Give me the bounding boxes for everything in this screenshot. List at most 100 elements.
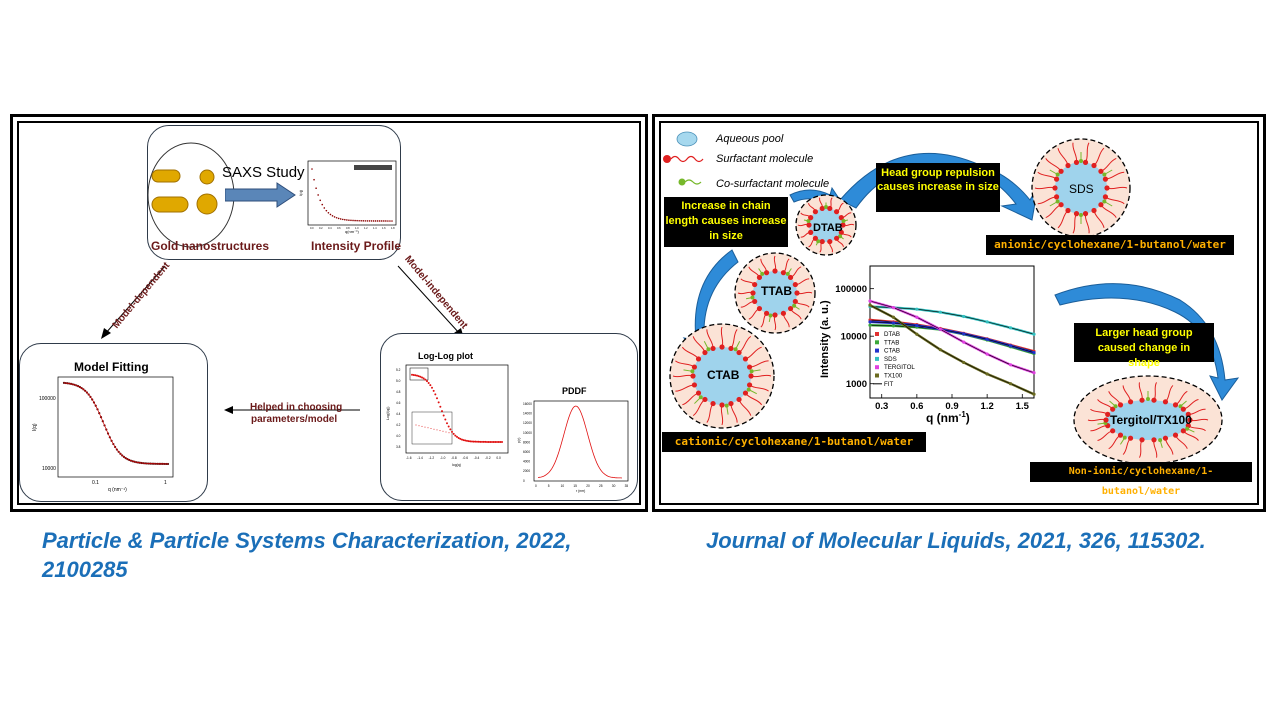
- legend-label: CTAB: [884, 348, 900, 355]
- surfactant-head: [1053, 194, 1060, 200]
- loglog-point: [466, 439, 468, 442]
- micelle-sds-label: SDS: [1069, 182, 1094, 196]
- loglog-point: [449, 428, 452, 431]
- series-ctab-fit: [869, 321, 1035, 353]
- surfactant-head: [1180, 428, 1186, 434]
- series-ctab-point: [868, 320, 872, 324]
- surfactant-head: [787, 305, 794, 312]
- chain-length-box: Increase in chain length causes increase…: [664, 197, 788, 247]
- surfactant-head: [742, 356, 749, 362]
- intensity-point: [374, 220, 377, 222]
- surfactant-head: [710, 345, 716, 352]
- surfactant-head: [792, 298, 798, 305]
- series-ctab-point: [891, 321, 896, 325]
- x-tick-label: 0.6: [910, 401, 923, 412]
- series-ctab-point: [985, 337, 989, 341]
- intensity-point: [354, 219, 356, 222]
- cosurfactant-tail: [1109, 400, 1116, 407]
- model-fit-x-axis-label: q (nm⁻¹): [108, 487, 127, 493]
- series-ctab-point: [962, 332, 966, 336]
- surfactant-head: [772, 312, 778, 318]
- surfactant-head: [736, 349, 742, 356]
- pddf-x-tick: 0: [535, 484, 537, 488]
- intensity-y-axis-label: I(q): [298, 189, 303, 196]
- pddf-curve: [537, 405, 623, 479]
- series-sds-point: [938, 310, 942, 314]
- loglog-y-tick: 4.8: [396, 390, 401, 394]
- loglog-point: [427, 381, 430, 384]
- helped-arrow: [224, 406, 360, 414]
- surfactant-head: [763, 270, 770, 276]
- cosurfactant-head: [724, 403, 729, 408]
- pddf-x-tick: 5: [548, 484, 550, 488]
- series-tx100-point: [891, 315, 896, 319]
- intensity-point: [339, 218, 342, 220]
- series-ttab-point: [868, 323, 872, 327]
- series-tergitol-fit: [869, 300, 1035, 374]
- surfactant-head: [690, 373, 696, 379]
- intensity-x-tick: 1.0: [355, 226, 359, 230]
- surfactant-head: [838, 229, 844, 235]
- cosurfactant-icon: [678, 178, 686, 186]
- surfactant-head: [840, 222, 846, 228]
- loglog-inset-point: [424, 426, 426, 428]
- pddf-x-tick: 25: [599, 484, 603, 488]
- intensity-point: [315, 187, 317, 190]
- loglog-point: [439, 405, 442, 408]
- loglog-y-tick: 5.2: [396, 368, 401, 372]
- micelle-dtab: [795, 194, 857, 256]
- intensity-point: [372, 220, 375, 222]
- loglog-point: [447, 425, 450, 428]
- series-tergitol-point: [1032, 371, 1036, 375]
- chart-x-axis-label: q (nm-1): [926, 410, 970, 425]
- loglog-point: [452, 432, 455, 435]
- intensity-x-tick: 1.6: [382, 226, 386, 230]
- surfactant-head: [702, 349, 708, 356]
- pddf-y-tick: 12000: [523, 421, 532, 425]
- intensity-point: [335, 216, 338, 219]
- surfactant-icon: [663, 155, 671, 163]
- legend-aqueous-pool: Aqueous pool: [716, 133, 784, 145]
- surfactant-head: [819, 238, 825, 245]
- x-tick-label: 0.3: [875, 401, 888, 412]
- loglog-y-tick: 3.8: [396, 445, 401, 449]
- surfactant-head: [812, 209, 819, 215]
- intensity-point: [348, 219, 350, 221]
- legend-label: TTAB: [884, 339, 899, 346]
- surfactant-head: [819, 205, 825, 212]
- y-tick-label: 10000: [841, 332, 867, 343]
- pddf-y-tick: 4000: [523, 460, 530, 464]
- loglog-point: [437, 401, 440, 404]
- pddf-x-tick: 30: [612, 484, 616, 488]
- series-ttab-point: [891, 324, 896, 328]
- loglog-curve: [411, 373, 503, 443]
- loglog-point: [494, 440, 497, 443]
- nanosphere-1: [199, 169, 215, 185]
- loglog-point: [451, 430, 453, 433]
- loglog-x-axis-label: log(q): [452, 463, 461, 467]
- cosurfactant-tail: [758, 268, 763, 275]
- cosurfactant-tail: [694, 396, 702, 404]
- surfactant-head: [750, 290, 756, 296]
- intensity-profile-label: Intensity Profile: [311, 239, 402, 253]
- nanorod-1: [151, 169, 181, 183]
- intensity-point: [331, 215, 334, 217]
- saxs-arrow: [225, 182, 296, 208]
- series-tx100-point: [915, 332, 919, 336]
- nanorod-2: [151, 196, 189, 213]
- surfactant-head: [812, 235, 819, 241]
- loglog-y-tick: 4.2: [396, 423, 401, 427]
- intensity-point: [344, 218, 346, 221]
- loglog-point: [462, 439, 465, 442]
- loglog-point: [489, 440, 492, 443]
- intensity-point: [325, 209, 328, 212]
- loglog-point: [429, 384, 432, 387]
- surfactant-head: [1187, 417, 1193, 423]
- surfactant-head: [695, 356, 702, 362]
- series-tergitol-point: [891, 305, 896, 310]
- loglog-x-tick: -1.2: [429, 456, 435, 460]
- model-independent-arrow: [397, 265, 464, 339]
